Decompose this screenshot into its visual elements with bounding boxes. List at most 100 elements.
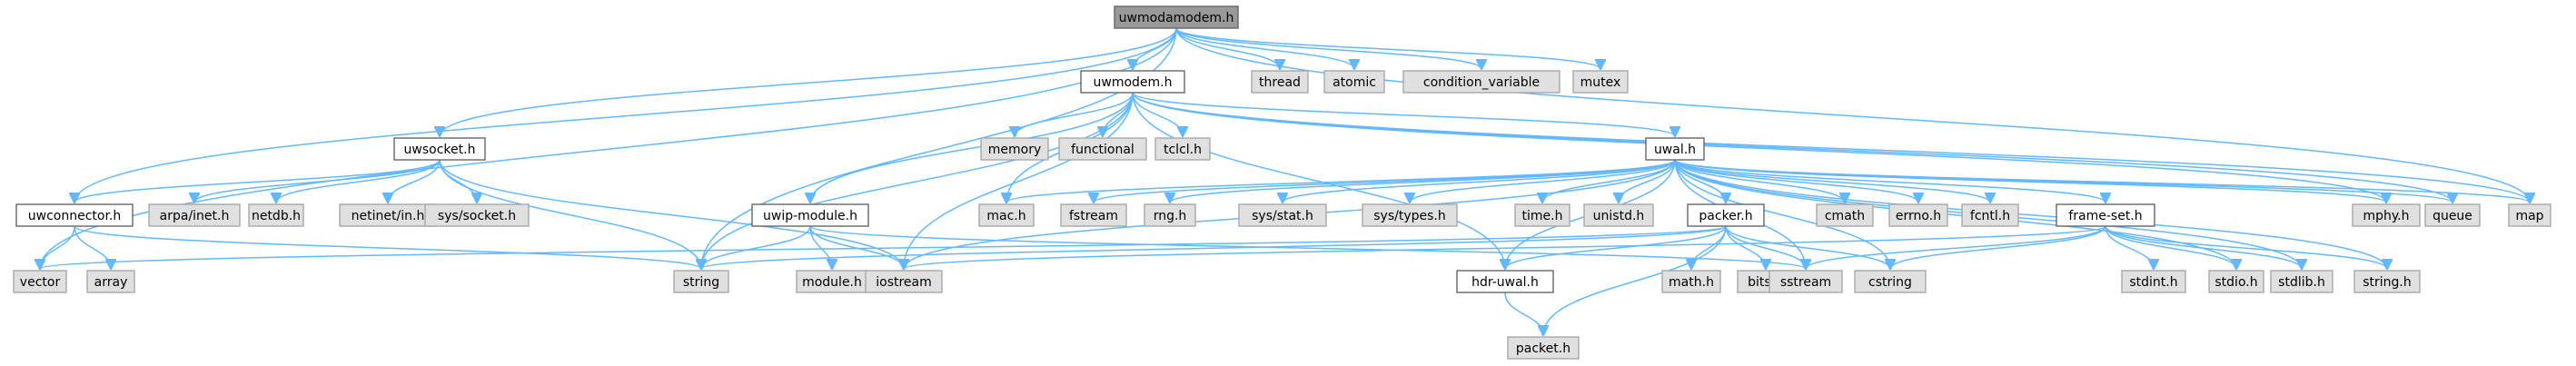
node-label-rng: rng.h — [1154, 209, 1187, 223]
edge-uwmodem-to-string — [701, 92, 1134, 269]
node-label-vector: vector — [20, 275, 61, 290]
node-label-arpainet: arpa/inet.h — [160, 209, 230, 223]
node-label-queue: queue — [2432, 209, 2472, 223]
node-iostream: iostream — [865, 270, 943, 293]
node-module: module.h — [796, 270, 868, 293]
node-label-unistd: unistd.h — [1593, 209, 1645, 223]
node-netdb: netdb.h — [248, 203, 304, 227]
node-errno: errno.h — [1888, 203, 1948, 227]
edge-uwmodamodem-to-thread — [1175, 27, 1280, 69]
node-hdruwal[interactable]: hdr-uwal.h — [1456, 270, 1554, 293]
edge-uwmodamodem-to-mutex — [1175, 27, 1600, 69]
node-unistd: unistd.h — [1583, 203, 1654, 227]
node-label-mac: mac.h — [986, 209, 1025, 223]
node-mutex: mutex — [1572, 70, 1629, 94]
edge-uwmodamodem-to-map — [1175, 27, 2530, 203]
node-label-cmath: cmath — [1825, 209, 1865, 223]
node-syssocket: sys/socket.h — [424, 203, 530, 227]
node-arpainet: arpa/inet.h — [148, 203, 241, 227]
edge-frameset-to-stdlib — [2105, 225, 2302, 269]
edge-uwal-to-frameset — [1674, 159, 2105, 203]
node-label-fcntl: fcntl.h — [1970, 209, 2010, 223]
node-box-string — [673, 270, 729, 293]
node-label-packet: packet.h — [1516, 341, 1570, 356]
node-packer[interactable]: packer.h — [1687, 203, 1765, 227]
node-box-uwipmodule — [751, 203, 869, 227]
node-label-memory: memory — [988, 143, 1042, 157]
edge-uwsocket-to-netdb — [276, 159, 441, 203]
node-box-mphy — [2352, 203, 2421, 227]
node-label-stdio: stdio.h — [2214, 275, 2257, 290]
node-vector: vector — [13, 270, 67, 293]
edge-uwconnector-to-array — [74, 225, 111, 269]
node-label-string: string — [683, 275, 719, 290]
node-rng: rng.h — [1144, 203, 1196, 227]
node-label-mphy: mphy.h — [2363, 209, 2409, 223]
node-string: string — [673, 270, 729, 293]
edge-uwmodem-to-hdruwal — [1132, 92, 1505, 269]
node-box-stdlib — [2270, 270, 2333, 293]
node-label-functional: functional — [1071, 143, 1134, 157]
node-label-hdruwal: hdr-uwal.h — [1471, 275, 1539, 290]
edge-packer-to-cstring — [1725, 225, 1890, 269]
edge-uwal-to-mac — [1006, 159, 1676, 203]
node-box-netinetin — [339, 203, 437, 227]
node-label-uwmodem: uwmodem.h — [1094, 75, 1173, 90]
node-cstring: cstring — [1854, 270, 1927, 293]
node-label-uwsocket: uwsocket.h — [404, 143, 476, 157]
node-stdint: stdint.h — [2121, 270, 2186, 293]
node-box-uwconnector — [15, 203, 134, 227]
node-functional: functional — [1058, 137, 1147, 161]
node-memory: memory — [980, 137, 1049, 161]
node-box-uwmodamodem — [1114, 5, 1239, 29]
node-box-tclcl — [1154, 137, 1211, 161]
edge-packer-to-bitset — [1725, 225, 1766, 269]
node-mphy: mphy.h — [2352, 203, 2421, 227]
node-box-unistd — [1583, 203, 1654, 227]
edge-packer-to-hdruwal — [1505, 225, 1727, 269]
node-box-thread — [1251, 70, 1309, 94]
node-label-uwconnector: uwconnector.h — [28, 209, 122, 223]
node-label-uwipmodule: uwip-module.h — [763, 209, 857, 223]
edge-uwmodem-to-map — [1132, 92, 2530, 203]
edge-uwal-to-fstream — [1094, 159, 1676, 203]
edge-uwmodamodem-to-atomic — [1175, 27, 1354, 69]
node-box-functional — [1058, 137, 1147, 161]
edge-frameset-to-iostream — [904, 225, 2106, 269]
edge-uwal-to-stringh — [1674, 159, 2387, 269]
node-box-frameset — [2056, 203, 2155, 227]
node-mathh: math.h — [1661, 270, 1721, 293]
node-uwal[interactable]: uwal.h — [1645, 137, 1705, 161]
node-box-mutex — [1572, 70, 1629, 94]
node-uwmodem[interactable]: uwmodem.h — [1080, 70, 1185, 94]
node-thread: thread — [1251, 70, 1309, 94]
node-uwmodamodem[interactable]: uwmodamodem.h — [1114, 5, 1239, 29]
edge-uwal-to-map — [1674, 159, 2530, 203]
node-time: time.h — [1514, 203, 1570, 227]
edge-uwsocket-to-netinetin — [388, 159, 441, 203]
edge-uwsocket-to-string — [439, 159, 701, 269]
node-box-mac — [978, 203, 1035, 227]
node-box-array — [86, 270, 135, 293]
node-frameset[interactable]: frame-set.h — [2056, 203, 2155, 227]
node-stdlib: stdlib.h — [2270, 270, 2333, 293]
node-box-map — [2508, 203, 2551, 227]
node-label-condvar: condition_variable — [1423, 75, 1540, 90]
node-box-packer — [1687, 203, 1765, 227]
node-uwsocket[interactable]: uwsocket.h — [393, 137, 486, 161]
node-label-sstream: sstream — [1780, 275, 1831, 290]
node-label-netinetin: netinet/in.h — [352, 209, 425, 223]
node-box-errno — [1888, 203, 1948, 227]
node-box-module — [796, 270, 868, 293]
node-box-packet — [1507, 336, 1580, 360]
node-uwipmodule[interactable]: uwip-module.h — [751, 203, 869, 227]
node-box-condvar — [1402, 70, 1560, 94]
node-box-stringh — [2353, 270, 2421, 293]
edge-packer-to-string — [701, 225, 1727, 269]
edge-uwal-to-systypes — [1410, 159, 1676, 203]
node-uwconnector[interactable]: uwconnector.h — [15, 203, 134, 227]
node-label-mathh: math.h — [1669, 275, 1714, 290]
node-label-map: map — [2515, 209, 2543, 223]
edge-uwmodamodem-to-uwconnector — [74, 27, 1177, 203]
node-label-syssocket: sys/socket.h — [438, 209, 516, 223]
